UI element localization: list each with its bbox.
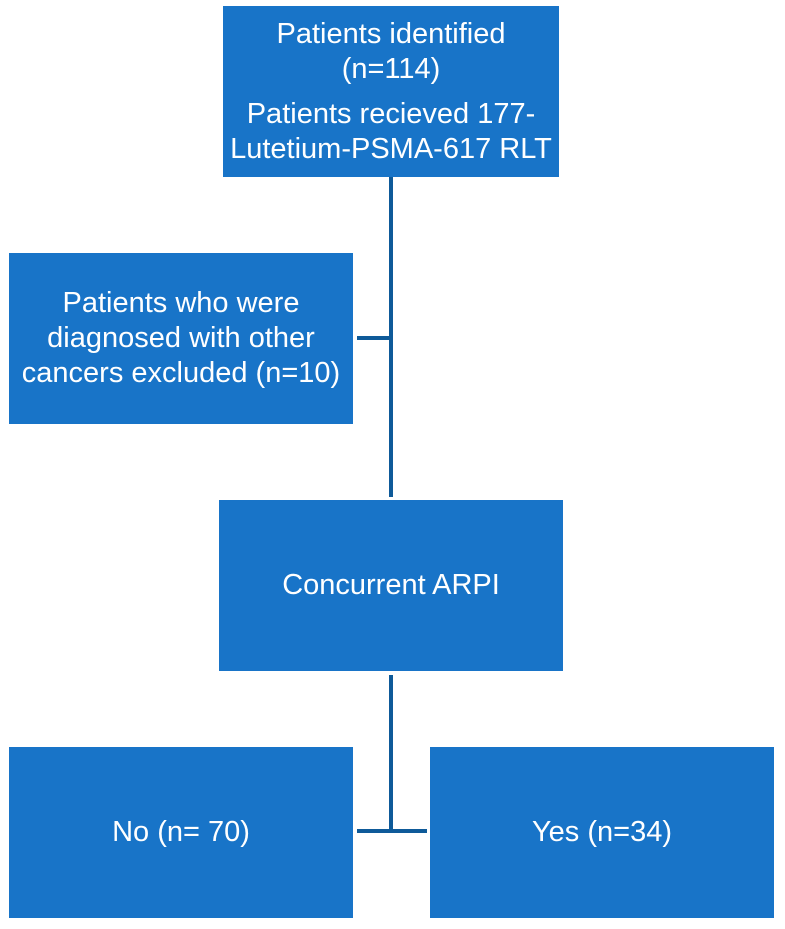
excluded-line-2: diagnosed with other [47, 322, 315, 354]
patients-identified-box: Patients identified (n=114) Patients rec… [223, 6, 559, 177]
yes-arpi-box: Yes (n=34) [430, 747, 774, 918]
excluded-patients-box: Patients who were diagnosed with other c… [9, 253, 353, 424]
no-arpi-label: No (n= 70) [112, 816, 250, 848]
no-arpi-box: No (n= 70) [9, 747, 353, 918]
rlt-line-2: Lutetium-PSMA-617 RLT [230, 132, 552, 165]
rlt-line-1: Patients recieved 177- [246, 97, 536, 130]
connector-split [357, 829, 427, 833]
connector-middle-to-split [389, 675, 393, 833]
excluded-line-1: Patients who were [62, 287, 300, 319]
concurrent-arpi-label: Concurrent ARPI [282, 569, 500, 601]
yes-arpi-label: Yes (n=34) [531, 816, 672, 848]
connector-top-to-middle [389, 177, 393, 497]
concurrent-arpi-box: Concurrent ARPI [219, 500, 563, 671]
excluded-line-3: cancers excluded (n=10) [21, 357, 341, 389]
patients-identified-line-1: Patients identified [276, 17, 506, 50]
patients-identified-line-2: (n=114) [341, 52, 441, 85]
connector-to-excluded [357, 336, 391, 340]
